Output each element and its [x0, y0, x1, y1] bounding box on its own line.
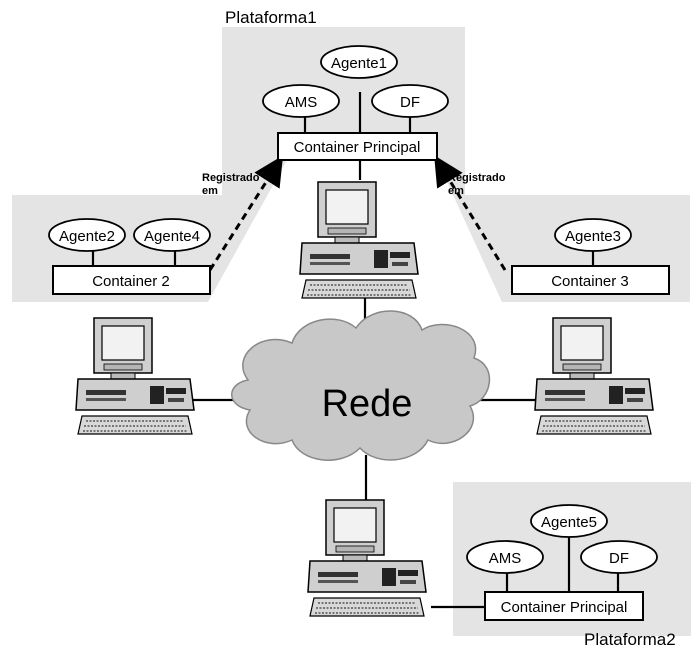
left-registration-label-em: em — [202, 185, 218, 197]
computer-platform2-main — [307, 499, 427, 617]
svg-text:DF: DF — [609, 550, 629, 567]
right-registration-label: Registrado — [448, 172, 506, 184]
svg-text:Agente5: Agente5 — [541, 514, 597, 531]
agent-agente5: Agente5 — [530, 504, 608, 538]
left-registration-arrow — [208, 155, 284, 271]
right-registration-label-em: em — [448, 185, 464, 197]
agent-ams-platform2: AMS — [466, 540, 544, 574]
computer-container2 — [75, 317, 195, 435]
svg-text:AMS: AMS — [489, 550, 522, 567]
right-registration-arrow — [434, 155, 507, 271]
svg-text:Container 3: Container 3 — [551, 273, 629, 290]
container-principal-platform2: Container Principal — [484, 591, 644, 621]
platform1-title: Plataforma1 — [225, 8, 317, 27]
agent-df-platform1: DF — [371, 84, 449, 118]
container-3: Container 3 — [511, 265, 670, 295]
agent-agente2: Agente2 — [48, 218, 126, 252]
left-registration-label: Registrado — [202, 172, 260, 184]
svg-text:Agente1: Agente1 — [331, 55, 387, 72]
agent-df-platform2: DF — [580, 540, 658, 574]
platform2-title: Plataforma2 — [584, 630, 676, 649]
container-principal-platform1: Container Principal — [277, 132, 438, 161]
agent-agente3: Agente3 — [554, 218, 632, 252]
network-cloud: Rede — [231, 310, 491, 461]
container-2: Container 2 — [52, 265, 211, 295]
svg-text:DF: DF — [400, 94, 420, 111]
svg-text:Agente2: Agente2 — [59, 228, 115, 245]
svg-text:Container Principal: Container Principal — [501, 599, 628, 616]
computer-platform1-main — [299, 181, 419, 299]
computer-container3 — [534, 317, 654, 435]
agent-ams-platform1: AMS — [262, 84, 340, 118]
agent-agente4: Agente4 — [133, 218, 211, 252]
svg-text:Agente3: Agente3 — [565, 228, 621, 245]
svg-text:Container 2: Container 2 — [92, 273, 170, 290]
svg-text:Container Principal: Container Principal — [294, 139, 421, 156]
agent-agente1: Agente1 — [320, 45, 398, 79]
svg-text:AMS: AMS — [285, 94, 318, 111]
network-label: Rede — [322, 383, 413, 425]
svg-text:Agente4: Agente4 — [144, 228, 200, 245]
